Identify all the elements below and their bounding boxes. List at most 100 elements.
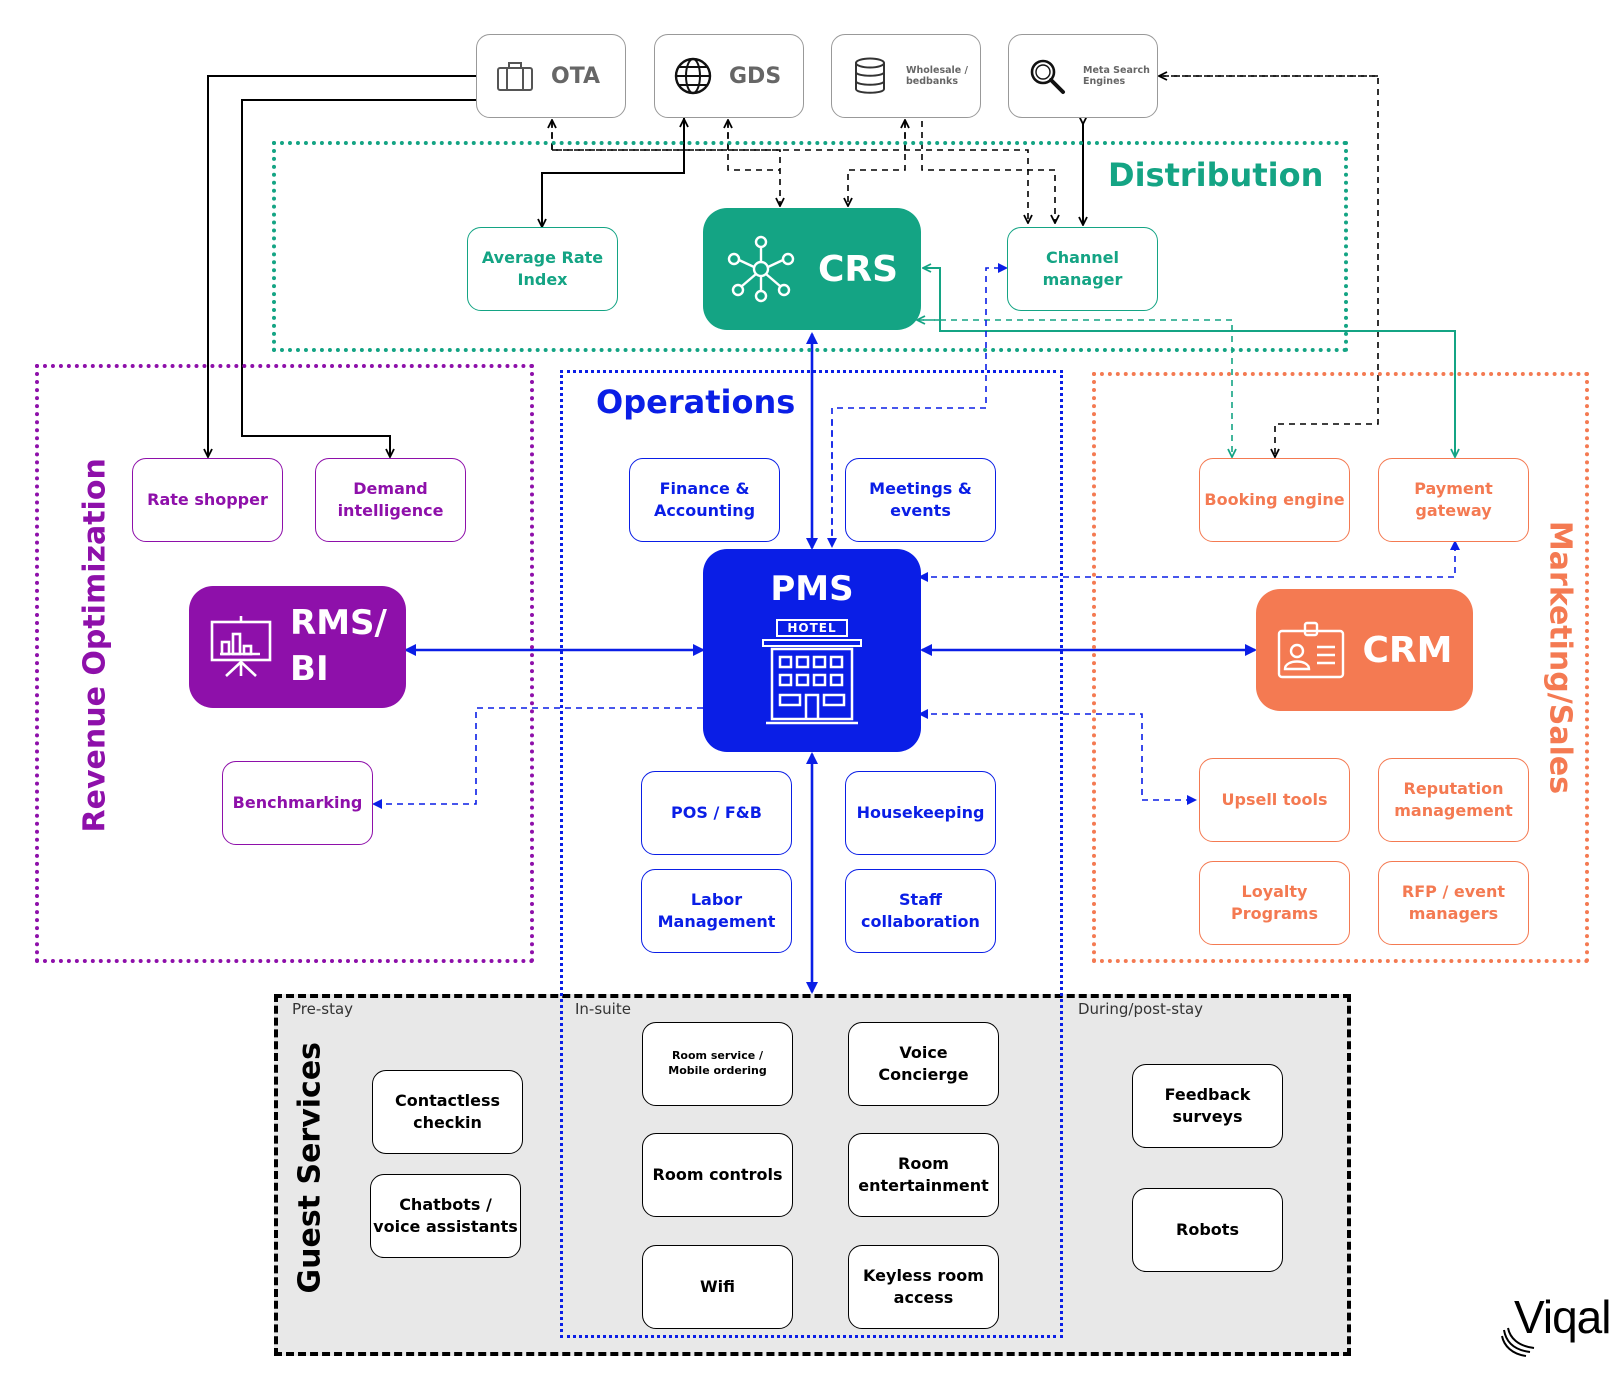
line-pms-payment [918,540,1460,582]
pos-fb-label: POS / F&B [671,803,762,823]
wifi-box[interactable]: Wifi [642,1245,793,1329]
loyalty-programs-box[interactable]: Loyalty Programs [1199,861,1350,945]
pms-label: PMS [770,568,854,609]
operations-title: Operations [596,383,796,421]
robots-label: Robots [1176,1220,1239,1240]
viqal-logo: Viqal [1500,1290,1620,1360]
benchmarking-box[interactable]: Benchmarking [222,761,373,845]
gds-node[interactable]: GDS [654,34,804,118]
globe-icon [671,56,715,96]
marketing-title: Marketing/Sales [1542,520,1578,795]
labor-management-box[interactable]: Labor Management [641,869,792,953]
pms-hub[interactable]: PMS HOTEL [703,549,921,752]
keyless-access-box[interactable]: Keyless room access [848,1245,999,1329]
crs-hub[interactable]: CRS [703,208,921,330]
rfp-event-managers-label: RFP / event managers [1401,882,1506,923]
room-service-label: Room service / Mobile ordering [668,1049,767,1077]
magnifier-icon [1025,57,1069,95]
line-wholesale-channel [921,121,1055,222]
reputation-management-label: Reputation management [1394,779,1513,820]
room-service-box[interactable]: Room service / Mobile ordering [642,1022,793,1106]
crs-label: CRS [817,248,899,290]
room-controls-label: Room controls [652,1165,783,1185]
revenue-zone [35,364,534,963]
line-crs-channel [552,149,1028,222]
chatbots-label: Chatbots / voice assistants [373,1195,518,1236]
phase-pre-stay: Pre-stay [292,1000,354,1018]
wholesale-label: Wholesale / bedbanks [906,65,969,87]
wifi-label: Wifi [700,1277,735,1297]
line-pms-benchmarking [372,707,703,809]
channel-manager-label: Channel manager [1042,248,1123,289]
ota-label: OTA [551,63,601,89]
pos-fb-box[interactable]: POS / F&B [641,771,792,855]
crm-hub[interactable]: CRM [1256,589,1473,711]
chatbots-box[interactable]: Chatbots / voice assistants [370,1174,521,1258]
hotel-icon: HOTEL [762,618,862,729]
crm-label: CRM [1362,629,1453,671]
average-rate-index-box[interactable]: Average Rate Index [467,227,618,311]
operations-zone [560,370,1063,1338]
meta-search-node[interactable]: Meta Search Engines [1008,34,1158,118]
ota-node[interactable]: OTA [476,34,626,118]
line-pms-upsell [918,709,1197,805]
payment-gateway-box[interactable]: Payment gateway [1378,458,1529,542]
finance-accounting-label: Finance & Accounting [653,479,756,520]
housekeeping-box[interactable]: Housekeeping [845,771,996,855]
marketing-zone [1092,372,1589,963]
reputation-management-box[interactable]: Reputation management [1378,758,1529,842]
id-card-icon [1277,621,1344,679]
line-crs-booking [918,319,1232,456]
payment-gateway-label: Payment gateway [1414,479,1493,520]
rate-shopper-label: Rate shopper [147,490,268,510]
labor-management-label: Labor Management [657,890,776,931]
finance-accounting-box[interactable]: Finance & Accounting [629,458,780,542]
benchmarking-label: Benchmarking [232,793,363,813]
booking-engine-box[interactable]: Booking engine [1199,458,1350,542]
hotel-sign-label: HOTEL [787,620,837,635]
meta-search-label: Meta Search Engines [1083,65,1150,87]
phase-in-suite: In-suite [575,1000,631,1018]
line-ota-rate-shopper [208,75,478,456]
robots-box[interactable]: Robots [1132,1188,1283,1272]
database-icon [848,57,892,95]
booking-engine-label: Booking engine [1204,490,1345,510]
line-ota-demand [241,99,478,456]
keyless-access-label: Keyless room access [863,1266,984,1307]
room-entertainment-label: Room entertainment [858,1154,989,1195]
upsell-tools-label: Upsell tools [1221,790,1328,810]
wholesale-node[interactable]: Wholesale / bedbanks [831,34,981,118]
upsell-tools-box[interactable]: Upsell tools [1199,758,1350,842]
room-controls-box[interactable]: Room controls [642,1133,793,1217]
staff-collaboration-label: Staff collaboration [861,890,980,931]
contactless-checkin-label: Contactless checkin [394,1091,501,1132]
viqal-logo-text: Viqal [1514,1291,1611,1343]
demand-intelligence-label: Demand intelligence [337,479,444,520]
staff-collaboration-box[interactable]: Staff collaboration [845,869,996,953]
loyalty-programs-label: Loyalty Programs [1231,882,1318,923]
distribution-zone [272,141,1348,352]
guest-title: Guest Services [292,1041,328,1294]
signal-waves-icon [1501,1327,1535,1357]
voice-concierge-box[interactable]: Voice Concierge [848,1022,999,1106]
network-icon [727,235,795,303]
channel-manager-box[interactable]: Channel manager [1007,227,1158,311]
rfp-event-managers-box[interactable]: RFP / event managers [1378,861,1529,945]
room-entertainment-box[interactable]: Room entertainment [848,1133,999,1217]
luggage-icon [493,60,537,92]
line-meta-booking [1160,75,1379,456]
rate-shopper-box[interactable]: Rate shopper [132,458,283,542]
phase-post-stay: During/post-stay [1078,1000,1204,1018]
feedback-surveys-label: Feedback surveys [1164,1085,1251,1126]
rms-bi-hub[interactable]: RMS/ BI [189,586,406,708]
contactless-checkin-box[interactable]: Contactless checkin [372,1070,523,1154]
voice-concierge-label: Voice Concierge [878,1043,969,1084]
demand-intelligence-box[interactable]: Demand intelligence [315,458,466,542]
meetings-events-box[interactable]: Meetings & events [845,458,996,542]
housekeeping-label: Housekeeping [856,803,985,823]
meetings-events-label: Meetings & events [869,479,972,520]
revenue-title: Revenue Optimization [77,458,113,833]
rms-bi-label: RMS/ BI [290,603,387,689]
feedback-surveys-box[interactable]: Feedback surveys [1132,1064,1283,1148]
